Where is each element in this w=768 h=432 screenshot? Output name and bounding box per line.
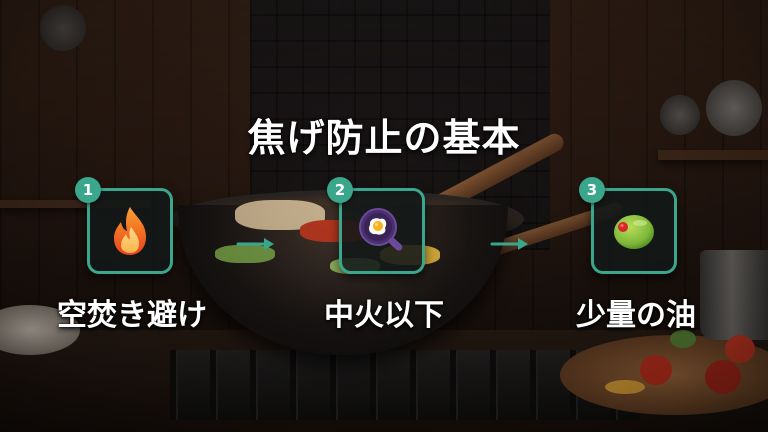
step-card	[591, 188, 677, 274]
arrow-right-icon	[236, 238, 274, 250]
step-label: 空焚き避け	[57, 298, 207, 333]
step-number-badge: 1	[75, 177, 101, 203]
step-number-badge: 2	[327, 177, 353, 203]
step-card	[339, 188, 425, 274]
olive-icon	[614, 215, 654, 249]
arrow-right-icon	[490, 238, 528, 250]
step-2: 2 中火以下	[294, 177, 474, 338]
step-1: 1 空焚き避け	[42, 177, 222, 338]
fire-icon	[114, 207, 146, 255]
step-3: 3 少量の油	[546, 177, 726, 338]
step-card	[87, 188, 173, 274]
page-title: 焦げ防止の基本	[247, 116, 521, 160]
step-label: 少量の油	[576, 298, 696, 333]
frying-pan-egg-icon	[359, 208, 403, 251]
step-label: 中火以下	[324, 298, 444, 333]
step-number-badge: 3	[579, 177, 605, 203]
